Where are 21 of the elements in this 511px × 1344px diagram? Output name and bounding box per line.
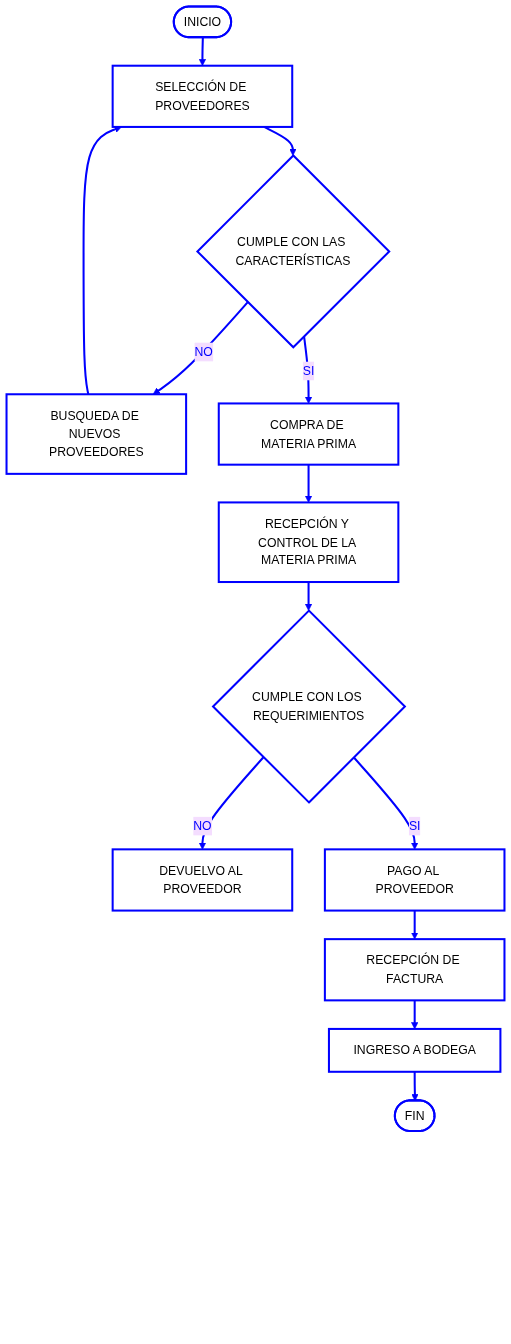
- arrow: [152, 301, 249, 395]
- node-box: SELECCIÓN DE PROVEEDORES: [111, 64, 294, 128]
- node-box: INGRESO A BODEGA: [327, 1027, 502, 1073]
- arrow: [303, 336, 313, 404]
- node-box: COMPRA DE MATERIA PRIMA: [217, 402, 400, 466]
- arrow: [198, 756, 265, 850]
- node-box: RECEPCIÓN Y CONTROL DE LA MATERIA PRIMA: [217, 501, 400, 584]
- node-box: RECEPCIÓN DE FACTURA: [323, 938, 506, 1002]
- node-box: DEVUELVO AL PROVEEDOR: [111, 848, 294, 912]
- edge-label: SI: [302, 363, 315, 378]
- node-box: PAGO AL PROVEEDOR: [323, 848, 506, 912]
- arrow: [411, 910, 419, 940]
- edge-label: NO: [194, 344, 213, 359]
- node-diamond: CUMPLE CON LOS REQUERIMIENTOS: [211, 609, 407, 804]
- arrow: [263, 126, 297, 156]
- arrow: [352, 756, 419, 850]
- arrow: [304, 582, 313, 611]
- edge-label: SI: [408, 818, 421, 833]
- edge-label: NO: [193, 818, 212, 833]
- arrow: [304, 464, 313, 503]
- node-box: BUSQUEDA DE NUEVOS PROVEEDORES: [5, 393, 188, 475]
